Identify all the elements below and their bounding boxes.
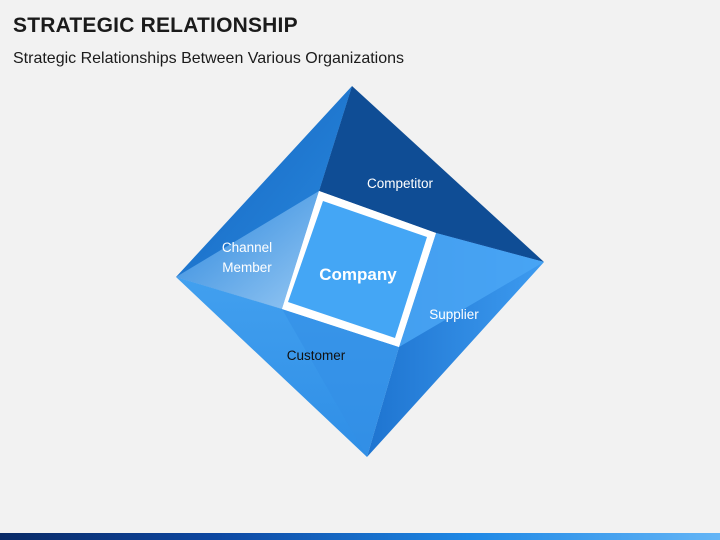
bottom-accent-bar xyxy=(0,533,720,540)
label-channel-member-line1: Channel xyxy=(222,240,272,255)
label-channel-member-line2: Member xyxy=(222,260,272,275)
page-title: STRATEGIC RELATIONSHIP xyxy=(13,14,298,37)
label-competitor: Competitor xyxy=(367,176,434,191)
label-company: Company xyxy=(319,265,397,284)
segment-customer xyxy=(176,277,399,457)
segment-channel-member xyxy=(176,86,352,309)
company-box xyxy=(282,191,436,347)
segment-supplier xyxy=(367,233,544,457)
label-supplier: Supplier xyxy=(429,307,479,322)
label-customer: Customer xyxy=(287,348,346,363)
page-subtitle: Strategic Relationships Between Various … xyxy=(13,50,405,67)
